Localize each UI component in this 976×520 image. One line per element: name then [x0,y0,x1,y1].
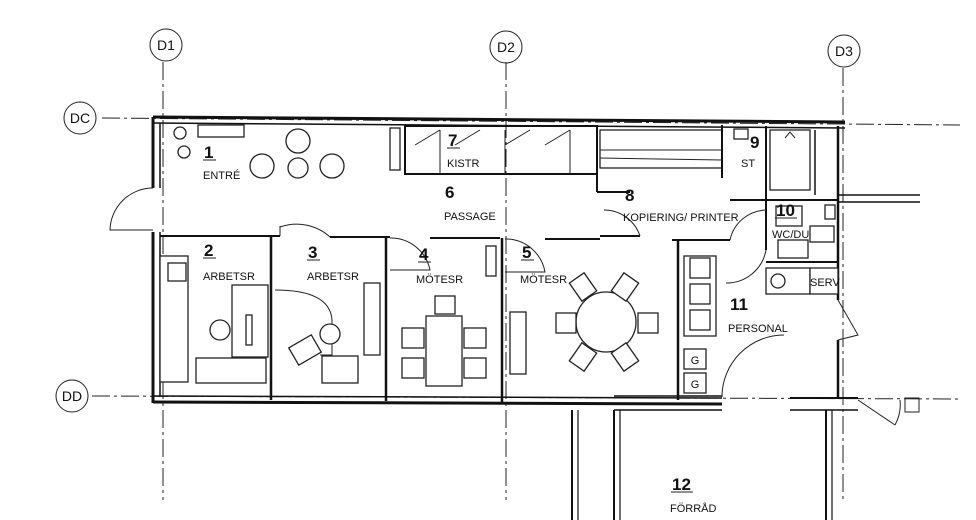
doors [109,187,920,426]
room-label-2: 2 ARBETSR [203,241,255,283]
office-2-furniture [159,255,269,384]
svg-text:ARBETSR: ARBETSR [307,271,359,283]
svg-text:D3: D3 [835,43,853,59]
svg-text:DD: DD [62,388,82,404]
axis-bubble-d2: D2 [489,30,523,64]
svg-text:DC: DC [70,110,90,126]
office-3-furniture [274,282,381,384]
svg-text:PERSONAL: PERSONAL [728,323,788,335]
svg-text:4: 4 [419,245,429,264]
room-label-8: 8 KOPIERING/ PRINTER [623,186,739,224]
svg-text:MÖTESR: MÖTESR [416,274,463,286]
svg-text:6: 6 [445,183,454,202]
fixture-g-1: G [691,355,700,367]
svg-text:MÖTESR: MÖTESR [520,274,567,286]
svg-text:PASSAGE: PASSAGE [444,211,496,223]
svg-text:D2: D2 [497,39,515,55]
svg-text:WC/DU: WC/DU [772,229,809,241]
svg-text:11: 11 [730,295,748,314]
fixture-g-2: G [691,379,700,391]
room-label-10: 10 WC/DU [772,201,809,241]
svg-text:ST: ST [741,158,755,170]
svg-text:9: 9 [750,133,759,152]
personal-furniture: G G [683,255,717,394]
room-label-5: 5 MÖTESR [520,243,567,286]
room-label-6: 6 PASSAGE [444,183,496,223]
svg-text:FÖRRÅD: FÖRRÅD [670,502,717,515]
room-label-12: 12 FÖRRÅD [670,475,717,515]
room-number-underlines [203,147,797,493]
entry-furniture [173,124,401,179]
fixture-serv: SERV [810,277,840,289]
svg-text:ENTRÉ: ENTRÉ [203,169,240,182]
axis-bubble-dd: DD [55,379,89,413]
room-label-7: 7 KISTR [447,131,479,170]
axis-bubble-dc: DC [63,101,97,135]
svg-text:1: 1 [204,143,213,162]
svg-text:8: 8 [625,186,634,205]
svg-text:7: 7 [448,131,457,150]
axis-bubble-d3: D3 [827,34,861,68]
room-label-9: 9 ST [741,133,759,170]
walls [151,115,920,520]
svg-text:12: 12 [672,475,691,494]
svg-text:3: 3 [308,243,317,262]
svg-text:D1: D1 [157,37,175,53]
room-label-11: 11 PERSONAL [728,295,788,335]
axis-bubble-d1: D1 [149,28,183,62]
meeting-5-furniture [509,271,659,375]
room-label-3: 3 ARBETSR [307,243,359,283]
svg-text:KISTR: KISTR [447,158,479,170]
svg-text:KOPIERING/ PRINTER: KOPIERING/ PRINTER [623,212,739,224]
wc-fixtures: SERV [733,128,840,295]
room-label-1: 1 ENTRÉ [203,143,240,182]
svg-text:10: 10 [776,201,795,220]
svg-text:2: 2 [204,241,213,260]
room-label-4: 4 MÖTESR [416,245,463,286]
kistr-cabinets [414,129,723,174]
svg-text:5: 5 [522,243,531,262]
svg-text:ARBETSR: ARBETSR [203,271,255,283]
meeting-4-furniture [401,245,497,387]
